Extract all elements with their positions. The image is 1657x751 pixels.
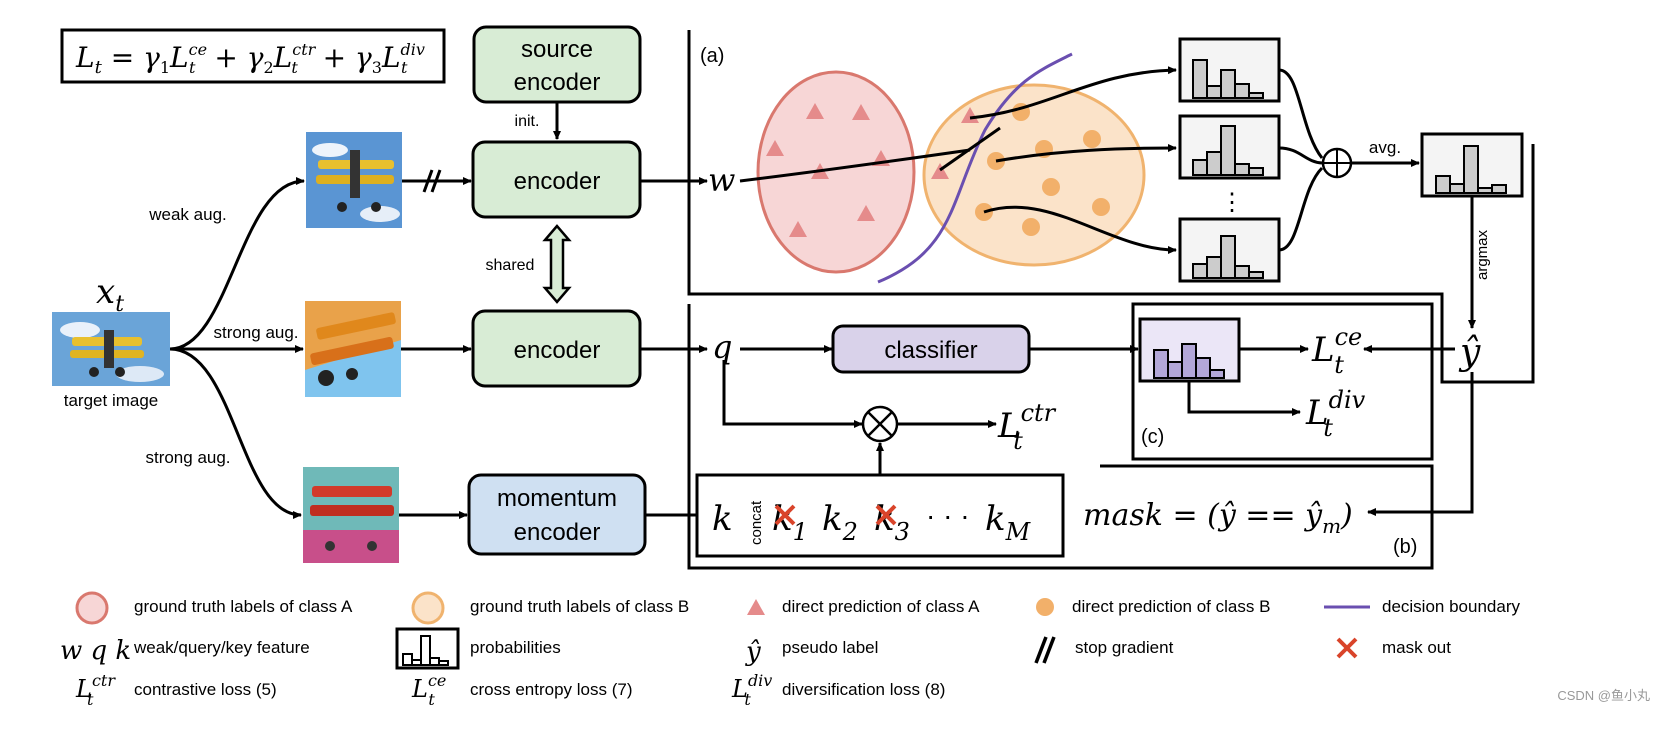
weak-aug-label: weak aug. [148,205,227,224]
svg-text:k2: k2 [822,499,858,546]
legend-gt-b-icon [411,591,445,625]
legend-gt-a: ground truth labels of class A [134,597,353,616]
svg-text:momentum: momentum [497,485,617,512]
stop-gradient-mark [422,169,442,193]
mask-x-k3 [875,504,897,526]
legend-lce: cross entropy loss (7) [470,680,633,699]
legend-probabilities-icon [395,627,460,670]
panel-b: (b) [687,304,1434,570]
prob-hist-3 [1178,217,1281,283]
legend-wqk-symbol: w q k [60,636,131,666]
init-label: init. [515,113,540,130]
panel-a: (a) w [687,30,1535,384]
x-t-label: xt [96,272,124,317]
strong-aug-label-2: strong aug. [145,448,230,467]
svg-text:encoder: encoder [514,519,601,546]
panel-c-label: (c) [1141,426,1164,448]
shared-label: shared [486,257,535,274]
panel-a-label: (a) [700,45,724,67]
legend-ldiv: diversification loss (8) [782,680,945,699]
concat-label: concat [748,500,765,545]
source-encoder-box: source encoder [472,25,642,104]
legend-pseudo: pseudo label [782,638,878,657]
svg-text:· · ·: · · · [926,500,970,531]
avg-label: avg. [1369,138,1401,157]
strong-aug-label-1: strong aug. [213,323,298,342]
legend-gt-a-icon [75,591,109,625]
legend: ground truth labels of class A ground tr… [60,591,1520,709]
legend-stop-gradient: stop gradient [1075,638,1174,657]
strong-aug-image-1 [305,301,401,397]
shared-double-arrow [542,224,572,304]
legend-pred-b: direct prediction of class B [1072,597,1270,616]
legend-boundary: decision boundary [1382,597,1520,616]
momentum-encoder-box: momentum encoder [467,473,647,556]
sum-node [1321,147,1353,179]
strong-aug-image-2 [303,467,399,563]
key-queue-box: k concat k1 k2 k3 · · · kM [695,473,1065,558]
decision-boundary [877,52,1073,284]
legend-pred-a: direct prediction of class A [782,597,980,616]
svg-text:classifier: classifier [884,337,977,364]
legend-pred-a-icon [747,599,765,615]
svg-text:source: source [521,36,593,63]
legend-mask-out-icon [1336,637,1358,659]
w-feature: w [708,161,735,199]
legend-probabilities: probabilities [470,638,561,657]
prob-hist-avg [1420,132,1524,198]
encoder-weak-box: encoder [471,140,642,219]
legend-mask-out: mask out [1382,638,1451,657]
legend-wqk: weak/query/key feature [133,638,310,657]
class-b-region [922,83,1146,267]
encoder-strong-box: encoder [471,309,642,388]
weak-aug-image [306,132,402,228]
legend-pred-b-icon [1036,598,1054,616]
target-image-label: target image [64,391,159,410]
svg-text:kM: kM [985,499,1032,546]
prob-hist-1 [1178,37,1281,103]
legend-gt-b: ground truth labels of class B [470,597,689,616]
mask-x-k1 [774,504,796,526]
panel-b-label: (b) [1393,536,1417,558]
prob-hist-2 [1178,114,1281,180]
svg-text:encoder: encoder [514,337,601,364]
target-image [52,312,170,386]
argmax-label: argmax [1474,229,1491,280]
mask-equation: mask = (ŷ == ŷm) [1083,498,1353,538]
panel-c: (c) [1131,302,1434,461]
pseudo-label-y-hat: ŷ [1458,332,1481,373]
legend-lctr: contrastive loss (5) [134,680,277,699]
hist-ellipsis: ⋮ [1220,189,1244,216]
product-node [861,405,899,443]
svg-text:encoder: encoder [514,168,601,195]
class-a-region [756,70,916,274]
svg-text:encoder: encoder [514,69,601,96]
watermark: CSDN @鱼小丸 [1557,688,1650,703]
svg-text:k: k [712,499,733,539]
q-feature: q [712,328,732,366]
prob-hist-classifier [1138,317,1241,383]
legend-pseudo-symbol: ŷ [745,637,761,667]
classifier-box: classifier [831,324,1031,374]
legend-stop-gradient-icon [1034,636,1056,664]
